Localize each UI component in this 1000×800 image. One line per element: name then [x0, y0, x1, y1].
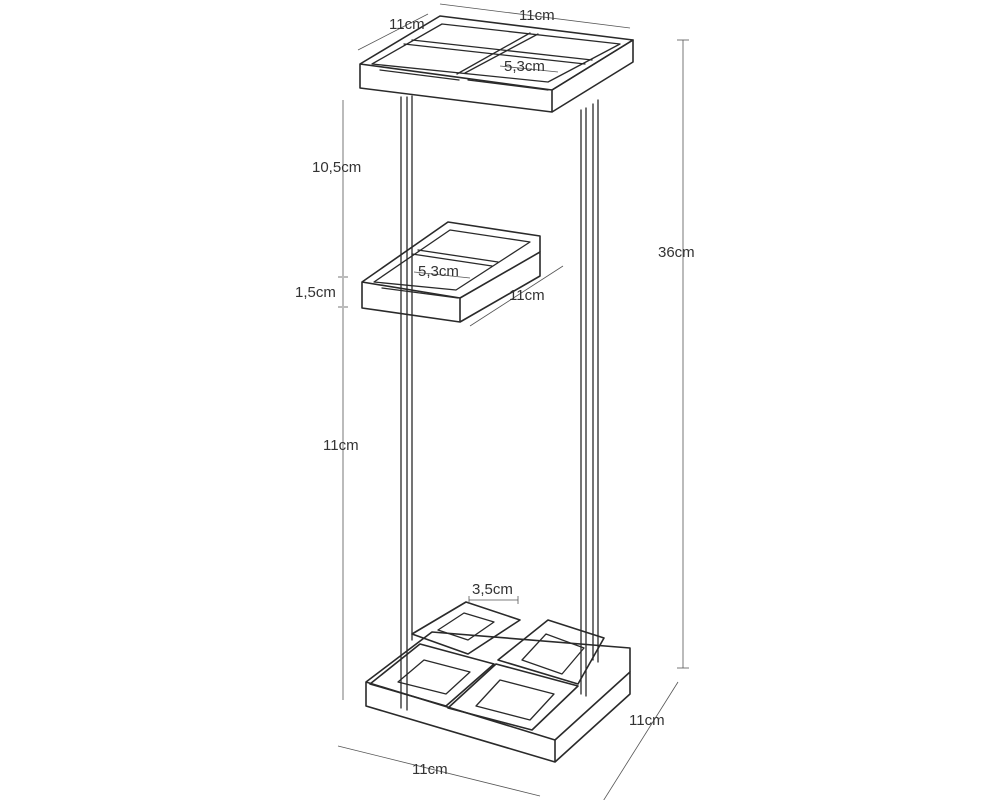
- dim-mid-depth: [469, 265, 564, 327]
- top-tray-divider-4: [411, 39, 593, 61]
- label-total-height: 36cm: [658, 244, 695, 261]
- dim-base-width: [337, 745, 541, 797]
- middle-tray-divider-1: [411, 253, 493, 267]
- label-top-cell: 5,3cm: [504, 58, 545, 75]
- label-mid-cell: 5,3cm: [418, 263, 459, 280]
- middle-tray-inner-outline: [373, 229, 531, 291]
- dim-top-depth: [357, 13, 429, 51]
- label-base-width: 11cm: [412, 761, 448, 778]
- top-tray: [359, 15, 634, 113]
- middle-tray-top-outline: [361, 221, 541, 283]
- dim-top-cell: [499, 65, 559, 73]
- dimension-labels: 11cm 11cm 5,3cm 10,5cm 1,5cm 5,3cm 11cm …: [295, 7, 695, 778]
- top-tray-inner-outline: [371, 23, 621, 83]
- base-cup-back-right: [497, 619, 605, 685]
- middle-tray: [361, 221, 541, 323]
- label-lower-height: 11cm: [323, 437, 359, 454]
- dim-top-width: [439, 3, 631, 29]
- top-tray-inner-depth-1: [379, 69, 460, 81]
- base-cup-front-left: [369, 643, 495, 707]
- middle-tray-inner-depth: [381, 287, 459, 299]
- base-top-outline: [365, 631, 631, 683]
- support-poles: [400, 95, 599, 711]
- top-tray-divider-2: [464, 33, 539, 74]
- top-tray-side-face: [551, 39, 634, 113]
- dim-base-depth: [603, 681, 679, 800]
- top-tray-top-outline: [359, 15, 634, 91]
- label-top-width: 11cm: [519, 7, 555, 24]
- top-tray-divider-3: [403, 43, 586, 65]
- base-cup-back-left: [411, 601, 521, 655]
- label-gap-upper: 10,5cm: [312, 159, 361, 176]
- middle-tray-side-face: [459, 251, 541, 323]
- middle-tray-divider-2: [417, 249, 499, 263]
- label-top-depth: 11cm: [389, 16, 425, 33]
- label-base-cell: 3,5cm: [472, 581, 513, 598]
- dim-mid-cell: [413, 271, 471, 279]
- label-base-depth: 11cm: [629, 712, 665, 729]
- top-tray-inner-depth-2: [467, 79, 549, 91]
- dimension-lines: [337, 3, 689, 800]
- base-side-face: [554, 671, 631, 763]
- label-mid-depth: 11cm: [509, 287, 545, 304]
- middle-tray-front-face: [361, 281, 461, 323]
- label-mid-thickness: 1,5cm: [295, 284, 336, 301]
- base-cup-front-right: [447, 663, 579, 731]
- base: [365, 601, 631, 763]
